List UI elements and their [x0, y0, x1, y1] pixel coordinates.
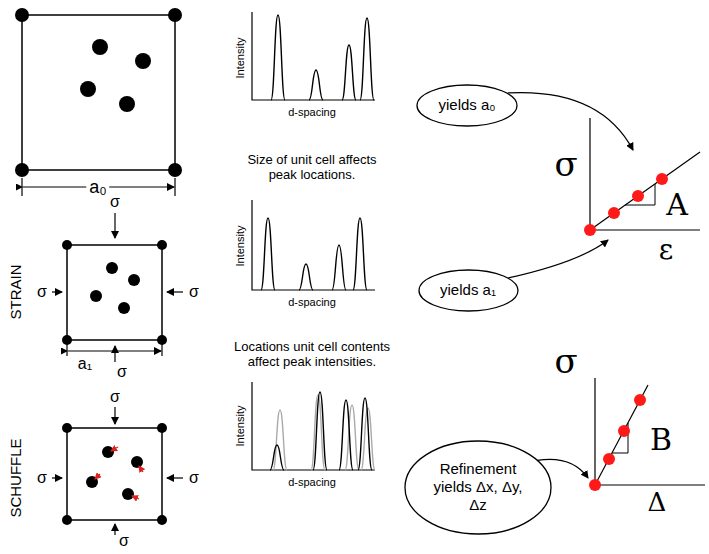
label: d-spacing: [288, 296, 336, 309]
peak: [360, 18, 374, 100]
peak: [309, 70, 323, 100]
plot-axes: [252, 12, 375, 470]
peak: [313, 392, 327, 470]
stress-arrows: [52, 213, 183, 362]
label: Size of unit cell affects peak locations…: [232, 153, 392, 183]
peak: [332, 245, 346, 290]
label: ε: [659, 234, 674, 266]
node-text: Refinement yields Δx, Δy, Δz: [433, 460, 523, 514]
label: σ: [110, 388, 120, 406]
peak: [261, 218, 275, 290]
label: σ: [554, 145, 577, 184]
unit-cell: [62, 423, 167, 525]
label: STRAIN: [7, 264, 24, 319]
stress-arrows: [52, 407, 183, 535]
label: d-spacing: [288, 106, 336, 119]
ellipse-node: Refinement yields Δx, Δy, Δz: [404, 440, 552, 535]
label: σ: [189, 283, 199, 301]
label: Intensity: [234, 226, 247, 267]
ellipse-node: yields a₀: [416, 84, 518, 127]
label: A: [666, 188, 688, 223]
label: σ: [189, 469, 199, 487]
node-text: yields a₁: [440, 281, 496, 299]
label: σ: [37, 283, 47, 301]
label: σ: [554, 342, 577, 381]
label: B: [650, 423, 672, 458]
label: σ: [37, 469, 47, 487]
label: Δ: [648, 488, 667, 518]
unit-cell: [15, 8, 182, 177]
ellipse-node: yields a₁: [418, 269, 519, 312]
label: SCHUFFLE: [7, 438, 24, 517]
peak: [270, 445, 284, 470]
diffraction-peaks: [261, 15, 375, 470]
stress-displacement-graph: [589, 378, 705, 491]
label: Intensity: [234, 406, 247, 447]
label: σ: [117, 363, 127, 381]
label: d-spacing: [288, 476, 336, 489]
label: Locations unit cell contents affect peak…: [225, 340, 400, 370]
label: σ: [119, 532, 129, 550]
leader-arrow: [508, 93, 633, 150]
dimension-line: [67, 344, 162, 356]
peak: [342, 45, 356, 100]
peak: [271, 15, 285, 100]
stress-strain-graph: [584, 118, 700, 236]
peak: [339, 400, 353, 470]
label: Intensity: [234, 38, 247, 79]
displacement-arrows: [95, 447, 143, 499]
label: a₁: [78, 355, 92, 373]
peak: [273, 410, 287, 470]
peak: [353, 218, 367, 290]
label: a₀: [86, 177, 109, 198]
unit-cell: [62, 240, 167, 345]
leader-arrow: [508, 240, 608, 278]
peak: [358, 398, 372, 470]
label: σ: [110, 193, 120, 211]
peak: [299, 264, 313, 290]
node-text: yields a₀: [438, 96, 495, 114]
peak: [345, 405, 359, 470]
leader-arrows: [508, 93, 633, 478]
